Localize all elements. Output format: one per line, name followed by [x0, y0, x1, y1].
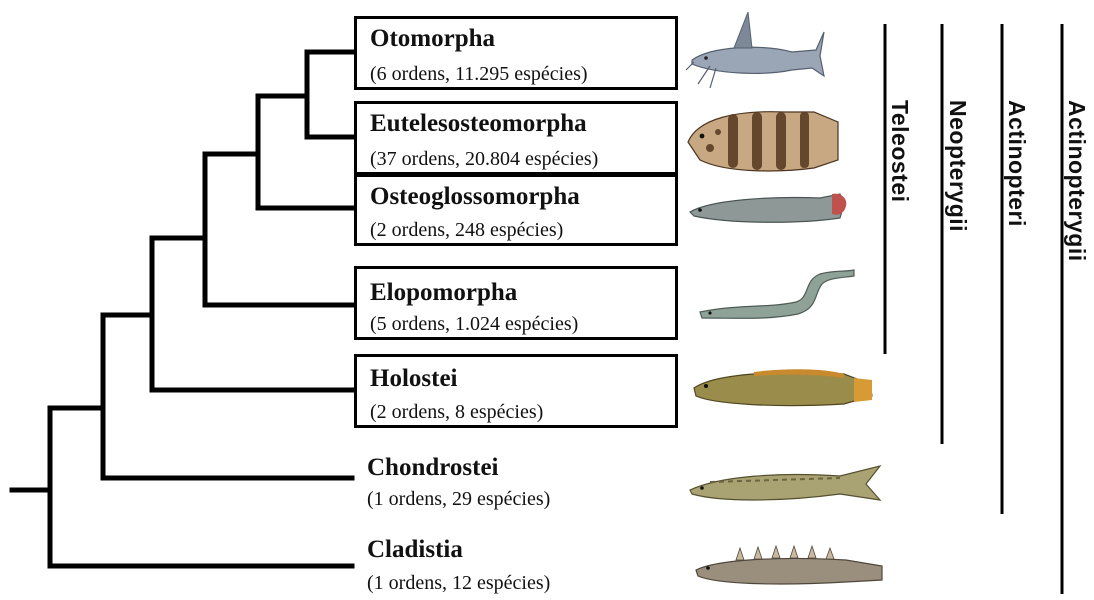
catfish-icon — [686, 12, 824, 88]
arowana-icon — [690, 194, 846, 223]
taxon-name: Chondrostei — [367, 454, 499, 482]
taxon-count: (6 ordens, 11.295 espécies) — [370, 63, 588, 86]
eel-icon — [700, 270, 854, 318]
clade-label-actinopterygii: Actinopterygii — [1063, 100, 1090, 262]
clade-label-actinopteri: Actinopteri — [1003, 100, 1030, 227]
taxon-label-chondrostei: Chondrostei (1 ordens, 29 espécies) — [354, 446, 678, 520]
taxon-label-cladistia: Cladistia (1 ordens, 12 espécies) — [354, 526, 678, 600]
clade-label-teleostei: Teleostei — [886, 100, 913, 203]
taxon-name: Osteoglossomorpha — [370, 183, 580, 211]
taxon-box-osteoglossomorpha: Osteoglossomorpha (2 ordens, 248 espécie… — [354, 174, 678, 246]
taxon-name: Eutelesosteomorpha — [370, 110, 587, 138]
taxon-count: (1 ordens, 29 espécies) — [367, 488, 550, 511]
taxon-count: (1 ordens, 12 espécies) — [367, 572, 550, 595]
taxon-count: (5 ordens, 1.024 espécies) — [370, 313, 578, 336]
taxon-count: (2 ordens, 248 espécies) — [370, 219, 563, 242]
taxon-count: (37 ordens, 20.804 espécies) — [370, 148, 598, 171]
taxon-name: Otomorpha — [370, 25, 495, 53]
bowfin-icon — [694, 369, 872, 405]
grouper-icon — [688, 112, 838, 171]
taxon-box-elopomorpha: Elopomorpha (5 ordens, 1.024 espécies) — [354, 266, 678, 340]
clade-label-neopterygii: Neopterygii — [944, 100, 971, 232]
taxon-name: Holostei — [370, 365, 458, 393]
taxon-box-holostei: Holostei (2 ordens, 8 espécies) — [354, 354, 678, 428]
taxon-name: Cladistia — [367, 536, 463, 564]
bichir-icon — [696, 546, 882, 584]
sturgeon-icon — [690, 466, 880, 500]
taxon-name: Elopomorpha — [370, 279, 517, 307]
taxon-box-otomorpha: Otomorpha (6 ordens, 11.295 espécies) — [354, 16, 678, 90]
taxon-count: (2 ordens, 8 espécies) — [370, 401, 543, 424]
taxon-box-eutelesosteomorpha: Eutelesosteomorpha (37 ordens, 20.804 es… — [354, 101, 678, 175]
